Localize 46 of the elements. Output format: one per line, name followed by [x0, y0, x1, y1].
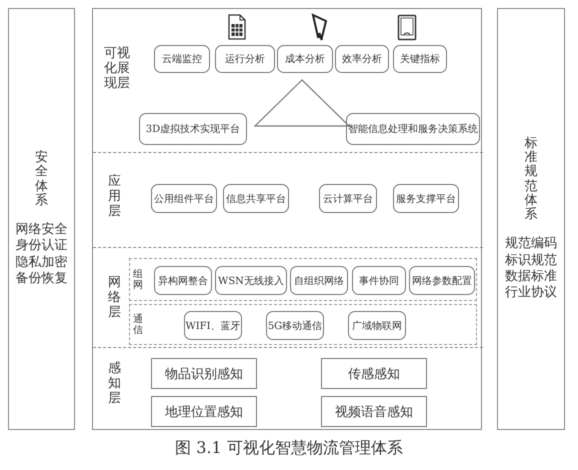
group-label: 通信	[133, 314, 143, 336]
module-box: 物品识别感知	[151, 358, 257, 389]
side-panel	[497, 8, 565, 430]
module-box: 5G移动通信	[266, 311, 324, 340]
module-box: 关键指标	[393, 45, 447, 73]
module-box: 云计算平台	[319, 184, 377, 213]
module-box: 异构网整合	[154, 266, 212, 295]
module-box: 公用组件平台	[151, 184, 217, 213]
list-item: 备份恢复	[16, 270, 68, 288]
figure-caption: 图 3.1 可视化智慧物流管理体系	[174, 438, 404, 459]
module-box: 3D虚拟技术实现平台	[139, 113, 247, 145]
layer-label: 应用层	[107, 175, 122, 220]
module-box: 云端监控	[154, 45, 210, 73]
module-box: 自组织网络	[290, 266, 348, 295]
group-box	[129, 304, 477, 345]
module-box: 成本分析	[277, 45, 333, 73]
layer-label: 可视化展现层	[103, 47, 131, 92]
triangle-shape	[254, 79, 350, 127]
group-box	[129, 258, 477, 301]
module-box: 信息共享平台	[223, 184, 289, 213]
side-panel	[8, 8, 75, 430]
module-box: 运行分析	[215, 45, 275, 73]
list-item: 数据标准	[505, 268, 557, 285]
list-item: 隐私加密	[16, 254, 68, 271]
list-item: 标识规范	[505, 252, 557, 269]
module-box: 广域物联网	[348, 311, 406, 340]
list-item: 网络安全	[16, 222, 68, 238]
group-label: 组网	[133, 268, 143, 290]
panel-heading: 标准规范体系	[524, 136, 538, 222]
module-box: WSN无线接入	[215, 266, 287, 295]
layer-label: 感知层	[107, 362, 122, 407]
layer-label: 网络层	[107, 276, 122, 321]
module-box: 智能信息处理和服务决策系统	[346, 113, 480, 145]
list-item: 行业协议	[505, 285, 557, 302]
list-item: 规范编码	[505, 236, 557, 253]
list-item: 身份认证	[16, 238, 68, 255]
module-box: 视频语音感知	[321, 396, 427, 427]
module-box: 地理位置感知	[151, 396, 257, 427]
module-box: 网络参数配置	[409, 266, 475, 295]
module-box: 服务支撑平台	[393, 184, 459, 213]
module-box: WIFI、蓝牙	[184, 311, 242, 340]
module-box: 事件协同	[352, 266, 406, 295]
layer-frame	[92, 8, 482, 430]
module-box: 效率分析	[335, 45, 389, 73]
module-box: 传感感知	[321, 358, 427, 389]
panel-heading: 安全体系	[35, 150, 48, 208]
